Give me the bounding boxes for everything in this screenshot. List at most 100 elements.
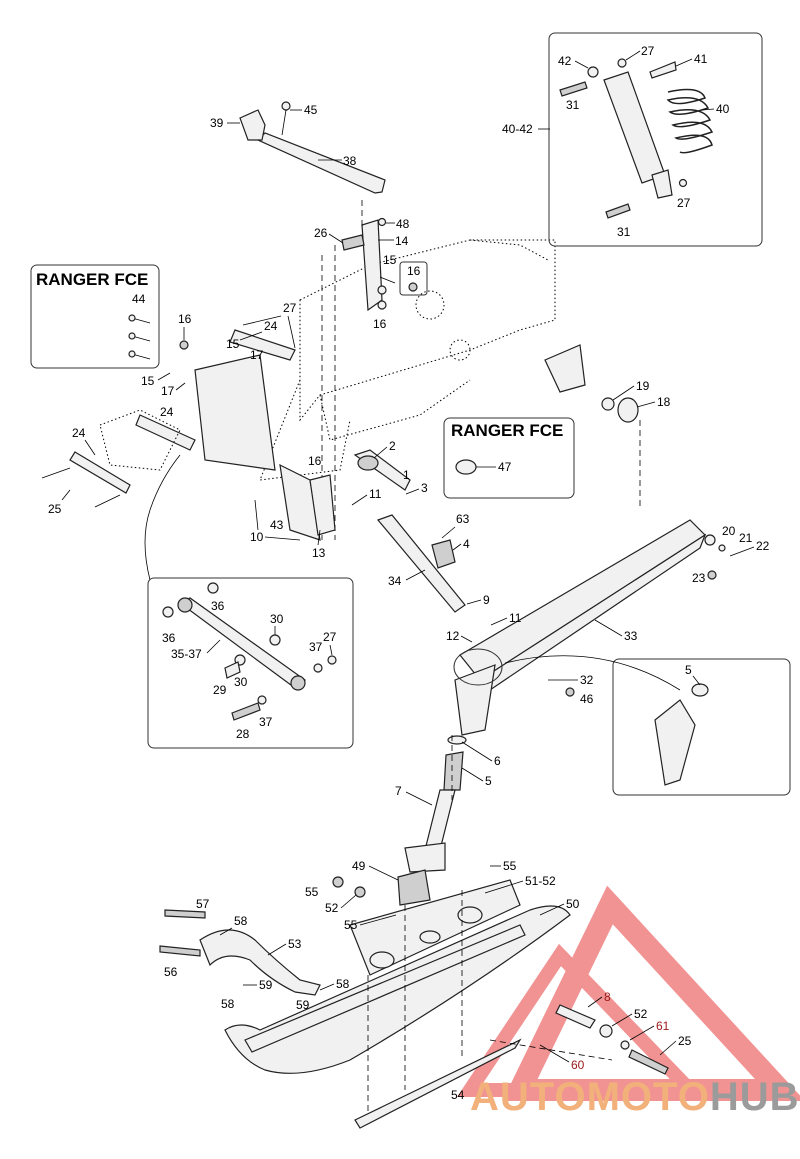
- label-31b: 31: [617, 225, 631, 239]
- label-39: 39: [210, 116, 224, 130]
- inset-detail-5: [504, 655, 791, 796]
- label-15b: 15: [226, 337, 240, 351]
- label-35-37: 35-37: [171, 647, 202, 661]
- label-2: 2: [389, 439, 396, 453]
- label-59b: 59: [296, 998, 310, 1012]
- ski-assembly: [159, 869, 669, 1129]
- ranger-fce-mid-box: [443, 417, 575, 499]
- label-37b: 37: [259, 715, 273, 729]
- label-4: 4: [463, 537, 470, 551]
- label-10: 10: [250, 530, 264, 544]
- svg-text:AUTOMOTOHUB: AUTOMOTOHUB: [470, 1075, 800, 1119]
- label-9: 9: [483, 593, 490, 607]
- label-38: 38: [343, 154, 357, 168]
- a-arm-33: [453, 519, 726, 736]
- shock-detail-box: [548, 32, 763, 247]
- label-36b: 36: [162, 631, 176, 645]
- label-58b: 58: [221, 997, 235, 1011]
- label-3: 3: [421, 481, 428, 495]
- label-61: 61: [656, 1019, 670, 1033]
- label-58a: 58: [234, 914, 248, 928]
- label-19: 19: [636, 379, 650, 393]
- label-16d: 16: [308, 454, 322, 468]
- label-50: 50: [566, 897, 580, 911]
- watermark-text: AUTOMOTOHUB: [470, 1075, 800, 1119]
- label-16a: 16: [407, 264, 421, 278]
- label-55b: 55: [305, 885, 319, 899]
- label-58c: 58: [336, 977, 350, 991]
- label-24b: 24: [160, 405, 174, 419]
- label-5a: 5: [685, 663, 692, 677]
- label-63: 63: [456, 512, 470, 526]
- bracket-14: [321, 200, 387, 540]
- callout-labels: 39 45 38 48 26 14 15 16 16 40-42 42 27 4…: [36, 44, 770, 1102]
- label-27c: 27: [283, 301, 297, 315]
- label-1: 1: [403, 468, 410, 482]
- label-55c: 55: [344, 918, 358, 932]
- label-8: 8: [604, 990, 611, 1004]
- label-51-52: 51-52: [525, 874, 556, 888]
- cross-bar-38: [239, 101, 386, 194]
- watermark-part1: AUTOMOTO: [470, 1075, 710, 1119]
- label-16b: 16: [373, 317, 387, 331]
- label-26: 26: [314, 226, 328, 240]
- label-40: 40: [716, 102, 730, 116]
- rear-pivot: [544, 344, 641, 510]
- label-6: 6: [494, 754, 501, 768]
- label-54: 54: [451, 1088, 465, 1102]
- label-41: 41: [694, 52, 708, 66]
- label-21: 21: [739, 531, 753, 545]
- label-27a: 27: [641, 44, 655, 58]
- label-14: 14: [395, 234, 409, 248]
- label-28: 28: [236, 727, 250, 741]
- label-60: 60: [571, 1058, 585, 1072]
- ranger-left-title: RANGER FCE: [36, 270, 148, 289]
- label-37a: 37: [309, 640, 323, 654]
- label-18: 18: [657, 395, 671, 409]
- label-15c: 15: [141, 374, 155, 388]
- label-33: 33: [624, 629, 638, 643]
- link-rod-detail-box: [147, 577, 354, 749]
- label-32: 32: [580, 673, 594, 687]
- label-55a: 55: [503, 859, 517, 873]
- label-22: 22: [756, 539, 770, 553]
- label-27b: 27: [677, 196, 691, 210]
- label-31a: 31: [566, 98, 580, 112]
- label-57: 57: [196, 897, 210, 911]
- label-17b: 17: [161, 384, 175, 398]
- label-25a: 25: [48, 502, 62, 516]
- label-24a: 24: [264, 319, 278, 333]
- label-23: 23: [692, 571, 706, 585]
- label-29: 29: [213, 683, 227, 697]
- watermark-logo: [456, 885, 800, 1101]
- label-7: 7: [395, 784, 402, 798]
- label-30b: 30: [234, 675, 248, 689]
- label-42: 42: [558, 54, 572, 68]
- label-24c: 24: [72, 426, 86, 440]
- label-11a: 11: [369, 487, 382, 501]
- label-52b: 52: [634, 1007, 648, 1021]
- label-12: 12: [446, 629, 460, 643]
- label-11b: 11: [509, 611, 522, 625]
- label-15a: 15: [383, 253, 397, 267]
- label-53: 53: [288, 937, 302, 951]
- watermark-part2: HUB: [710, 1075, 800, 1119]
- label-59a: 59: [259, 978, 273, 992]
- label-25b: 25: [678, 1034, 692, 1048]
- label-52a: 52: [325, 901, 339, 915]
- label-5b: 5: [485, 774, 492, 788]
- label-47: 47: [498, 460, 512, 474]
- label-16c: 16: [178, 312, 192, 326]
- label-48: 48: [396, 217, 410, 231]
- label-49: 49: [352, 859, 366, 873]
- label-36a: 36: [211, 599, 225, 613]
- label-13: 13: [312, 546, 326, 560]
- label-46: 46: [580, 692, 594, 706]
- spindle-7: [404, 735, 467, 873]
- label-40-42: 40-42: [502, 122, 533, 136]
- label-17a: 17: [250, 348, 264, 362]
- label-30a: 30: [270, 612, 284, 626]
- steering-arm: [279, 449, 466, 613]
- ranger-fce-left-box: [30, 264, 160, 369]
